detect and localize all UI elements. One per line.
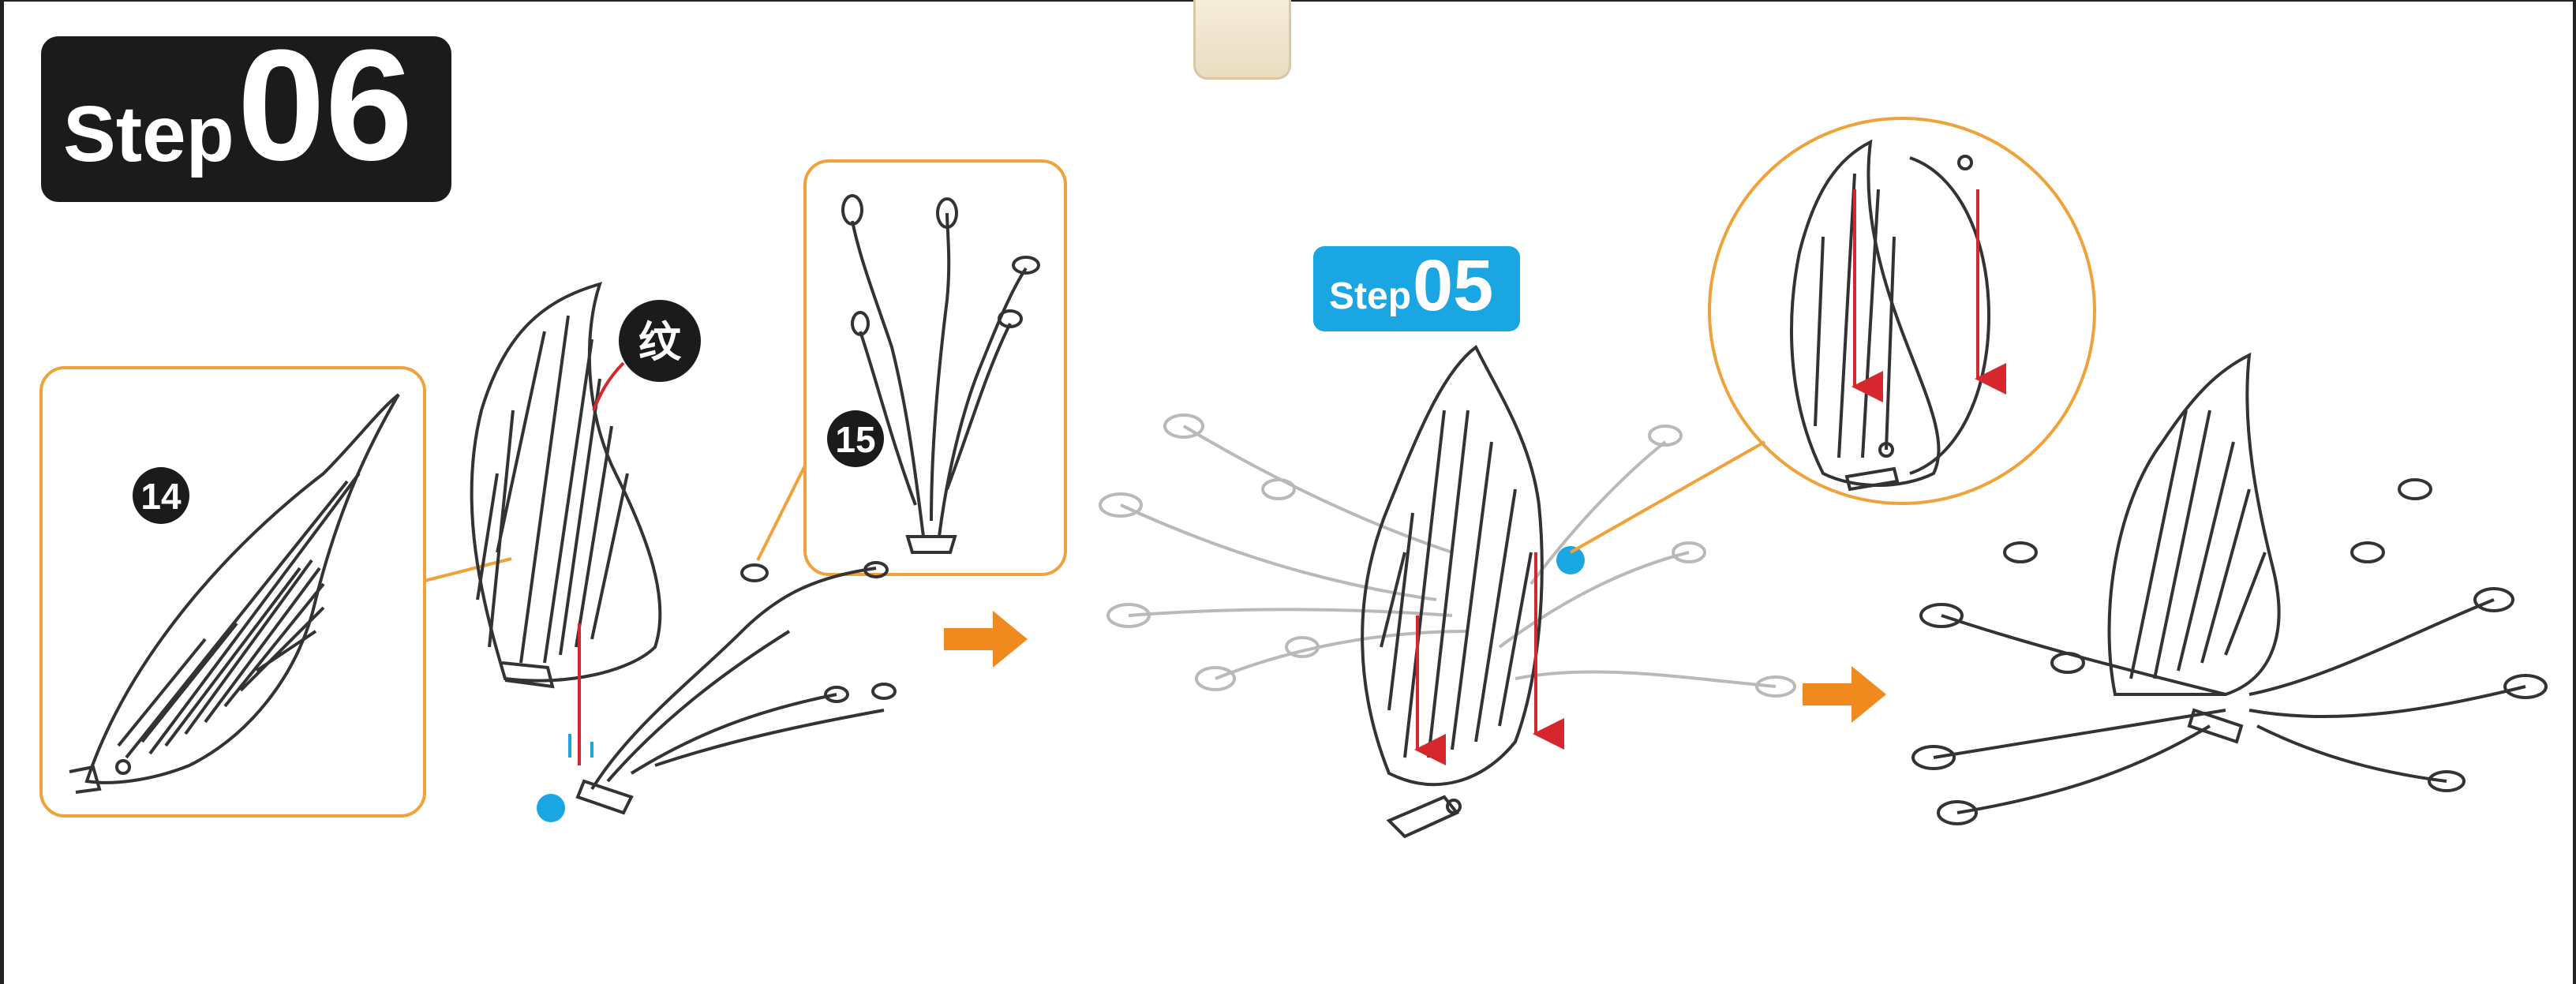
blue-dot-marker: [537, 794, 565, 822]
callout-part-14: 14: [41, 368, 511, 816]
right-arrow-icon: [1803, 666, 1886, 723]
part-14-label: 14: [133, 467, 189, 524]
part-15-label: 15: [827, 410, 884, 467]
callout-part-15: 15: [758, 161, 1065, 574]
svg-text:15: 15: [835, 419, 875, 460]
blue-dot-marker: [1556, 546, 1585, 574]
right-arrow-icon: [944, 611, 1028, 668]
texture-marker: 纹: [593, 300, 701, 410]
svg-text:纹: 纹: [638, 319, 682, 366]
svg-text:14: 14: [140, 476, 182, 517]
faded-branch-cluster: [1100, 415, 1795, 696]
step-ref-word: Step: [1329, 278, 1411, 316]
step-ref-number: 05: [1413, 249, 1493, 322]
step-05-badge: Step 05: [1313, 246, 1520, 331]
zoom-callout: [1571, 118, 2095, 552]
